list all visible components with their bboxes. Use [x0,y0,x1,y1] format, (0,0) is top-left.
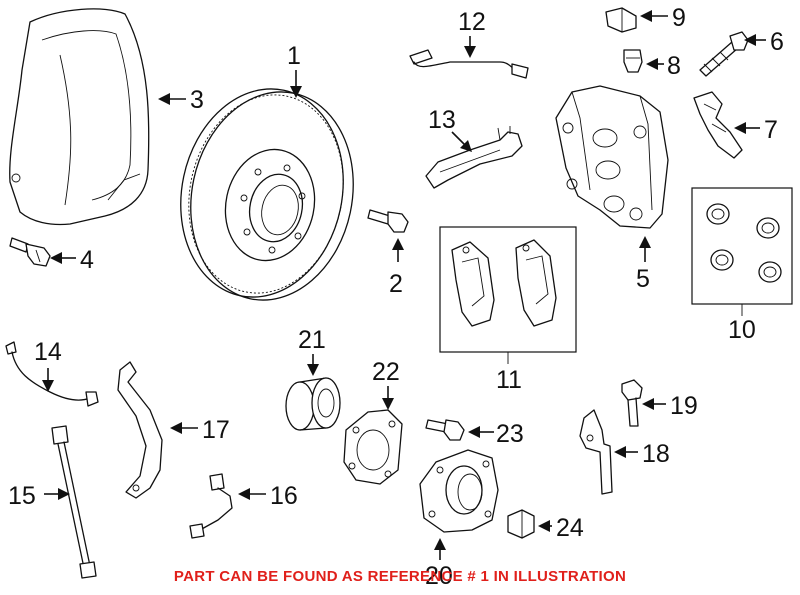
callout-15: 15 [8,482,36,510]
callout-16: 16 [270,482,298,510]
anti-rattle-spring-part-7 [693,91,743,159]
wear-sensor-part-12 [409,49,529,79]
dust-shield-part [9,8,150,226]
callout-5: 5 [636,265,650,293]
bolt-part-2 [367,209,409,233]
bolt-part-4 [9,237,51,267]
bracket-part-17 [117,361,163,499]
callout-4: 4 [80,246,94,274]
callout-11: 11 [496,366,522,394]
gasket-part-22 [343,409,403,485]
callout-2: 2 [389,270,403,298]
cap-part-9 [605,7,637,33]
callout-8: 8 [667,52,681,80]
callout-18: 18 [642,440,670,468]
callout-12: 12 [458,8,486,36]
callout-13: 13 [428,106,456,134]
wheel-hub-part-20 [419,449,499,533]
callout-7: 7 [764,116,778,144]
sensor-wire-part-14 [5,341,99,407]
sensor-part-16 [189,473,233,539]
callout-10: 10 [728,316,756,344]
reference-note: PART CAN BE FOUND AS REFERENCE # 1 IN IL… [173,568,627,585]
callout-14: 14 [34,338,62,366]
bolt-part-19 [621,379,643,427]
brake-hose-part-15 [51,425,97,579]
callout-1: 1 [287,42,301,70]
callout-20: 20 [425,562,453,590]
nut-part-24 [507,509,535,539]
brake-pads-part-11 [439,226,577,353]
callout-17: 17 [202,416,230,444]
callout-23: 23 [496,420,524,448]
bolt-part-23 [425,419,465,441]
callout-24: 24 [556,514,584,542]
callout-9: 9 [672,4,686,32]
caliper-bolt-part-6 [699,31,749,77]
seal-kit-part-10 [691,187,793,305]
brake-caliper-part-5 [555,85,669,229]
spring-clip-part-13 [425,126,523,189]
callout-19: 19 [670,392,698,420]
bleeder-valve-part-8 [623,49,643,73]
wheel-bearing-part-21 [285,377,341,431]
callout-3: 3 [190,86,204,114]
callout-6: 6 [770,28,784,56]
callout-21: 21 [298,326,326,354]
callout-22: 22 [372,358,400,386]
speed-sensor-part-18 [579,409,613,495]
